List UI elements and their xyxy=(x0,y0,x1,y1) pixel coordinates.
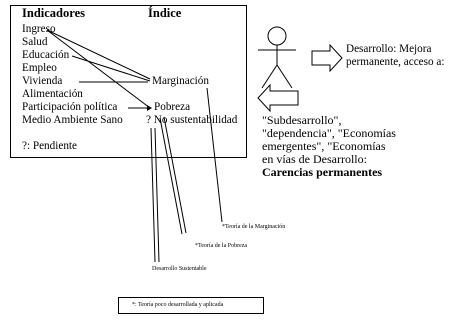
theory-marginacion: *Teoría de la Marginación xyxy=(222,224,286,230)
theory-pobreza: *Teoría de la Pobreza xyxy=(195,243,248,249)
indicator-vivienda: Vivienda xyxy=(22,75,63,87)
indicator-participacion: Participación política xyxy=(22,101,118,113)
indicator-alimentacion: Alimentación xyxy=(22,88,83,100)
underdevelopment-line: "Subdesarrollo", xyxy=(262,113,342,127)
development-line: Desarrollo: Mejora xyxy=(346,43,432,55)
index-pobreza: Pobreza xyxy=(154,101,191,113)
indicator-empleo: Empleo xyxy=(22,62,57,74)
line-ingreso-marginacion xyxy=(46,29,151,80)
legend-text: *: Teoría poco desarrollada y aplicada xyxy=(132,302,224,308)
line-theory-marginacion xyxy=(206,87,223,223)
line-educacion-marginacion xyxy=(71,55,151,82)
indicator-medio-ambiente: Medio Ambiente Sano xyxy=(22,114,123,126)
header-indicators: Indicadores xyxy=(22,6,85,20)
development-line: permanente, acceso a: xyxy=(346,56,445,68)
theory-sustentable: Desarrollo Sustentable xyxy=(152,266,207,272)
indicator-educacion: Educación xyxy=(22,49,70,61)
indicator-ingreso: Ingreso xyxy=(22,23,56,35)
underdevelopment-line: en vías de Desarrollo: xyxy=(262,152,367,166)
person-icon xyxy=(258,26,296,89)
line-theory-pobreza-a xyxy=(159,117,183,235)
underdevelopment-line: "dependencia", "Economías xyxy=(262,126,396,140)
permanent-lacks: Carencias permanentes xyxy=(262,165,383,179)
arrowhead-pobreza xyxy=(147,105,152,111)
underdevelopment-text: "Subdesarrollo", "dependencia", "Economí… xyxy=(262,114,396,179)
index-no-sustentabilidad: ? No sustentabilidad xyxy=(146,114,238,126)
development-text: Desarrollo: Mejora permanente, acceso a: xyxy=(346,43,444,69)
line-ingreso-pobreza xyxy=(46,29,151,109)
arrow-right-icon xyxy=(311,43,343,73)
arrow-left-icon xyxy=(257,83,299,113)
underdevelopment-line: emergentes", "Economías xyxy=(262,139,386,153)
index-marginacion: Marginación xyxy=(152,75,209,87)
line-theory-sustentable-b xyxy=(154,127,160,263)
indicator-salud: Salud xyxy=(22,36,48,48)
line-theory-sustentable-a xyxy=(150,127,156,263)
line-theory-pobreza-b xyxy=(163,116,187,234)
legend-box xyxy=(118,297,264,314)
header-index: Índice xyxy=(148,6,182,20)
indicators-table xyxy=(10,5,247,158)
pending-note: ?: Pendiente xyxy=(22,140,77,152)
